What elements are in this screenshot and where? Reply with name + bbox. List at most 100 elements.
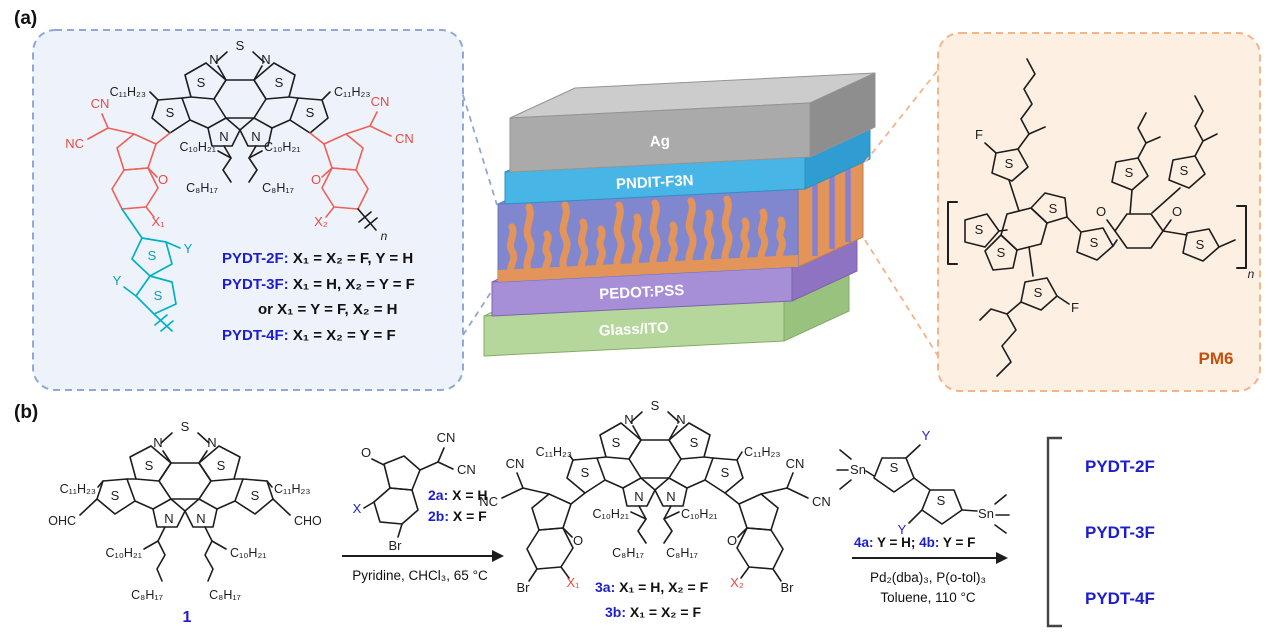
chain-c11h23: C₁₁H₂₃ [334, 85, 370, 99]
x1-label: X₁ [151, 214, 165, 229]
step-2-conditions-line2: Toluene, 110 °C [880, 590, 975, 605]
br-label: Br [389, 538, 403, 553]
chain-c10h21: C₁₀H₂₁ [264, 140, 301, 154]
nc-label: NC [479, 494, 498, 509]
chain-c11h23: C₁₁H₂₃ [744, 445, 780, 459]
s-label: S [251, 488, 260, 503]
s-label: S [1090, 235, 1099, 250]
chain-c8h17: C₈H₁₇ [666, 546, 698, 560]
chain-c10h21: C₁₀H₂₁ [592, 507, 629, 521]
y-label: Y [922, 428, 931, 443]
n-label: N [261, 52, 270, 67]
reagent-2b-line: 2b: X = F [428, 508, 487, 524]
br-label: Br [517, 580, 531, 595]
chain-c10h21: C₁₀H₂₁ [681, 507, 718, 521]
cn-label: CN [395, 131, 414, 146]
s-label: S [690, 435, 699, 450]
acceptor-callout-connectors [462, 94, 498, 336]
compound-1-bonds [79, 432, 291, 582]
pm6-label: PM6 [1199, 349, 1234, 368]
n-subscript: n [381, 229, 388, 243]
step-1-conditions: Pyridine, CHCl₃, 65 °C [352, 568, 488, 583]
n-label: N [251, 129, 260, 144]
product-pydt-2f: PYDT-2F [1085, 457, 1155, 476]
cho-label: CHO [294, 514, 322, 528]
s-label: S [1125, 165, 1134, 180]
x1-label: X₁ [566, 575, 580, 590]
reagent-2-structure: O CN CN X Br 2a: X = H 2b: X = F [353, 430, 488, 553]
s-label: S [236, 38, 245, 53]
arrowhead [492, 550, 504, 562]
step-2-conditions-line1: Pd₂(dba)₃, P(o-tol)₃ [870, 570, 986, 585]
device-stack: Ag PNDIT-F3N PEDOT:PSS Glass/ITO [483, 72, 876, 357]
s-label: S [1005, 156, 1014, 171]
o-label: O [727, 533, 737, 548]
variant-line: PYDT-2F: X₁ = X₂ = F, Y = H [222, 250, 413, 267]
panel-b-tag: (b) [14, 402, 38, 423]
s-label: S [721, 465, 730, 480]
n-label: N [676, 412, 685, 427]
chain-c8h17: C₈H₁₇ [612, 546, 644, 560]
chain-c8h17: C₈H₁₇ [209, 588, 241, 602]
layer-label-glass: Glass/ITO [599, 319, 670, 340]
chain-c8h17: C₈H₁₇ [131, 588, 163, 602]
s-label: S [181, 419, 190, 434]
y-label: Y [113, 273, 122, 288]
cn-label: CN [437, 430, 456, 445]
chain-c10h21: C₁₀H₂₁ [179, 140, 216, 154]
o-label: O [1172, 204, 1182, 219]
cn-label: CN [506, 456, 525, 471]
compound-3-structure: S N N S S S S N N C₁₁H₂₃ C₁₁H₂₃ C₁₀H₂₁ C… [479, 398, 831, 620]
s-label: S [937, 493, 946, 508]
chain-c11h23: C₁₁H₂₃ [60, 482, 96, 496]
s-label: S [148, 248, 157, 263]
acceptor-variant-list: PYDT-2F: X₁ = X₂ = F, Y = H PYDT-3F: X₁ … [222, 250, 415, 344]
product-list: PYDT-2F PYDT-3F PYDT-4F [1046, 436, 1155, 628]
chain-c11h23: C₁₁H₂₃ [536, 445, 572, 459]
compound-3-bonds [501, 411, 809, 582]
s-label: S [997, 245, 1006, 260]
n-label: N [624, 412, 633, 427]
layer-label-pedot: PEDOT:PSS [599, 282, 685, 303]
s-label: S [975, 222, 984, 237]
chain-c8h17: C₈H₁₇ [186, 181, 218, 195]
product-pydt-3f: PYDT-3F [1085, 523, 1155, 542]
n-label: N [207, 435, 216, 450]
chain-c11h23: C₁₁H₂₃ [274, 482, 310, 496]
chain-c10h21: C₁₀H₂₁ [230, 546, 267, 560]
n-label: N [164, 511, 173, 526]
x-label: X [353, 501, 362, 516]
x2-label: X₂ [730, 575, 744, 590]
n-label: N [153, 435, 162, 450]
s-label: S [1180, 163, 1189, 178]
cn-label: CN [812, 494, 831, 509]
pydt-acceptor-structure: S N N S S S S N N C₁₁H₂₃ C₁₁H₂₃ C₁₀H₂₁ C… [65, 38, 414, 332]
sn-label: Sn [850, 462, 866, 477]
donor-callout-box [937, 32, 1261, 392]
acceptor-bithiophene-bonds [121, 208, 181, 332]
s-label: S [111, 488, 120, 503]
y-label: Y [184, 241, 193, 256]
acceptor-core-bonds [149, 51, 331, 183]
n-label: N [634, 489, 643, 504]
reagent-4-structure: Sn Sn S S Y Y 4a: Y = H; 4b: Y = F [836, 428, 1010, 550]
n-label: N [666, 489, 675, 504]
o-label: O [573, 533, 583, 548]
s-label: S [581, 465, 590, 480]
chain-c8h17: C₈H₁₇ [262, 181, 294, 195]
cn-label: CN [786, 456, 805, 471]
reaction-arrow-2: Pd₂(dba)₃, P(o-tol)₃ Toluene, 110 °C [852, 552, 1008, 605]
donor-callout-connectors [864, 69, 939, 357]
acceptor-endgroup-bonds [87, 111, 392, 218]
s-label: S [612, 435, 621, 450]
nc-label: NC [65, 136, 84, 151]
f-label: F [975, 127, 983, 142]
s-label: S [275, 75, 284, 90]
sn-label: Sn [978, 506, 994, 521]
cn-label: CN [457, 462, 476, 477]
s-label: S [306, 105, 315, 120]
layer-ag [509, 72, 876, 173]
ohc-label: OHC [48, 514, 76, 528]
